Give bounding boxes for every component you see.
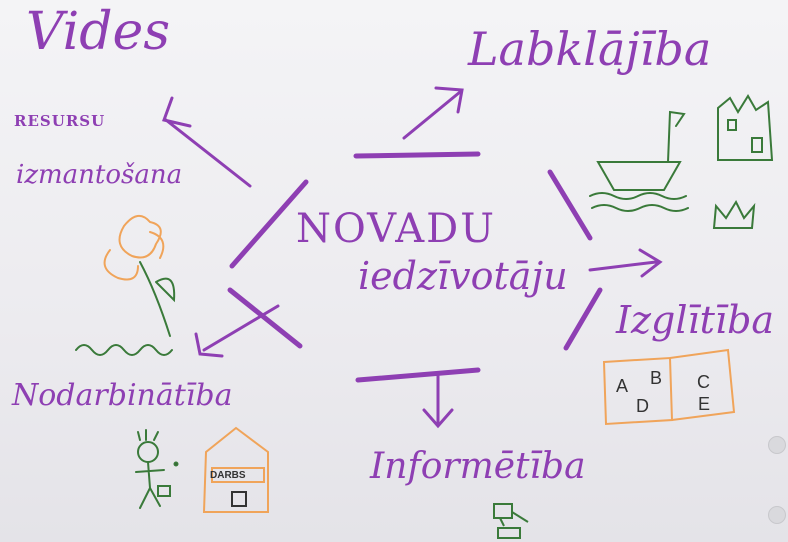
node-izglitiba-label: Izglītība: [616, 298, 775, 342]
hex-bottom-line: [355, 367, 481, 383]
stick-figure-sketch: [135, 429, 179, 509]
node-vides-label: Vides: [26, 2, 171, 62]
center-title-line1: NOVADU: [296, 206, 496, 252]
hex-lower-right-line: [563, 287, 603, 351]
node-labklajiba-label: Labklājība: [468, 22, 712, 76]
computer-sketch: [493, 503, 529, 539]
book-letter-a: A: [616, 376, 629, 396]
book-letter-d: D: [636, 396, 649, 416]
punch-hole: [768, 436, 786, 454]
node-resursu-label: RESURSU: [14, 112, 106, 130]
house-sign-label: DARBS: [210, 470, 246, 481]
punch-hole: [768, 506, 786, 524]
hex-upper-right-line: [547, 169, 593, 241]
crown-sketch: [712, 199, 756, 229]
arrow-to-informetiba: [422, 374, 454, 429]
center-title-line2: iedzīvotāju: [358, 254, 568, 298]
arrow-to-izglitiba: [588, 248, 663, 278]
book-sketch: [602, 348, 736, 426]
castle-sketch: [717, 94, 774, 161]
arrow-to-vides: [162, 96, 252, 188]
arrow-to-labklajiba: [402, 86, 464, 140]
flower-sketch: [75, 215, 176, 356]
node-nodarbinatiba-label: Nodarbinātība: [12, 378, 233, 413]
node-izmantosana-label: izmantošana: [16, 160, 183, 190]
book-letter-b: B: [650, 368, 663, 388]
hex-upper-left-line: [229, 179, 309, 269]
hex-lower-left-line: [227, 287, 303, 349]
house-sketch: [202, 426, 269, 513]
book-letter-e: E: [698, 394, 711, 414]
book-letter-c: C: [697, 372, 710, 392]
node-informetiba-label: Informētība: [370, 446, 586, 487]
arrow-to-nodarbinatiba: [194, 304, 280, 358]
hex-top-line: [353, 151, 481, 159]
boat-sketch: [589, 110, 689, 212]
